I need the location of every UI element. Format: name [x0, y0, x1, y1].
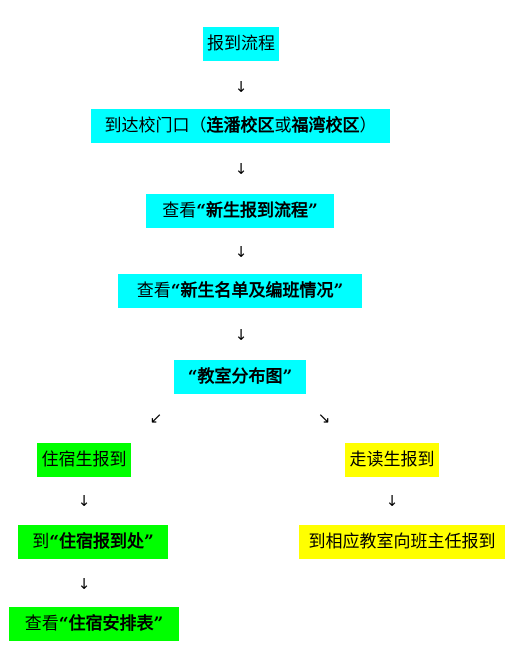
- node-arrive-school-gate: 到达校门口（连潘校区或福湾校区）: [91, 109, 390, 143]
- node-view-student-list: 查看“新生名单及编班情况”: [118, 274, 362, 308]
- node-classroom-map: “教室分布图”: [174, 360, 306, 394]
- arrive-prefix: 到达校门口（: [104, 116, 207, 136]
- arrow-down-left-1: ↓: [77, 492, 91, 510]
- arrow-down-left-2: ↓: [77, 575, 91, 593]
- dorm-office-title: “住宿报到处”: [49, 532, 154, 552]
- campus-name-2: 福湾校区: [291, 116, 360, 136]
- view-process-prefix: 查看: [162, 201, 197, 221]
- boarding-text: 住宿生报到: [41, 450, 127, 470]
- arrow-down-right-1: ↓: [385, 492, 399, 510]
- node-registration-process-text: 报到流程: [207, 34, 275, 54]
- arrow-down-3: ↓: [234, 243, 248, 261]
- arrow-down-2: ↓: [234, 160, 248, 178]
- node-day-student: 走读生报到: [345, 443, 439, 477]
- node-view-registration-process: 查看“新生报到流程”: [146, 194, 334, 228]
- node-registration-process: 报到流程: [203, 27, 279, 61]
- campus-name-1: 连潘校区: [206, 116, 275, 136]
- view-process-title: “新生报到流程”: [196, 201, 318, 221]
- homeroom-text: 到相应教室向班主任报到: [308, 532, 496, 552]
- dorm-office-prefix: 到: [32, 532, 50, 552]
- arrow-down-left: ↙: [149, 409, 163, 427]
- arrive-suffix: ）: [359, 116, 377, 136]
- view-list-title: “新生名单及编班情况”: [170, 281, 344, 301]
- arrive-mid: 或: [274, 116, 292, 136]
- view-dorm-title: “住宿安排表”: [58, 614, 164, 634]
- arrow-down-right: ↘: [317, 409, 331, 427]
- node-view-dorm-arrangement: 查看“住宿安排表”: [9, 607, 179, 641]
- day-student-text: 走读生报到: [349, 450, 435, 470]
- node-boarding-student: 住宿生报到: [37, 443, 131, 477]
- node-dorm-registration-office: 到“住宿报到处”: [18, 525, 168, 559]
- view-dorm-prefix: 查看: [24, 614, 59, 634]
- arrow-down-4: ↓: [234, 326, 248, 344]
- arrow-down-1: ↓: [234, 78, 248, 96]
- classroom-map-title: “教室分布图”: [187, 367, 293, 387]
- view-list-prefix: 查看: [136, 281, 171, 301]
- node-report-to-homeroom-teacher: 到相应教室向班主任报到: [299, 525, 505, 559]
